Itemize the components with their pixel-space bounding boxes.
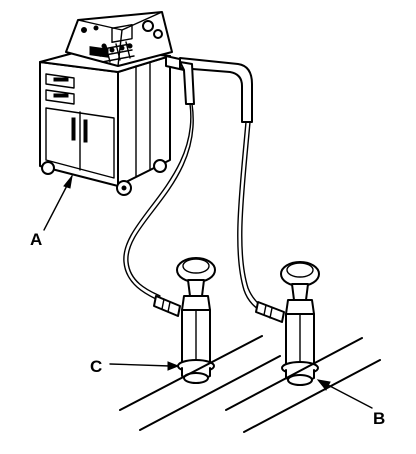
caster-wheel-icon [41,161,55,175]
panel-knob-icon [142,20,154,32]
callout-b-label: B [373,409,385,428]
callout-c-label: C [90,357,102,376]
floor-rails [119,335,381,433]
callout-b-leader [316,379,373,409]
callout-a-label: A [30,230,42,249]
caster-wheel-icon [153,159,167,173]
callout-c-leader [109,361,180,371]
test-console [39,11,185,196]
callout-a-leader [43,174,73,231]
panel-knob-icon [153,29,163,39]
keypad-icon [97,41,135,63]
actuator-right [255,261,320,386]
hose-assembly [123,57,265,313]
actuator-left [153,257,216,384]
